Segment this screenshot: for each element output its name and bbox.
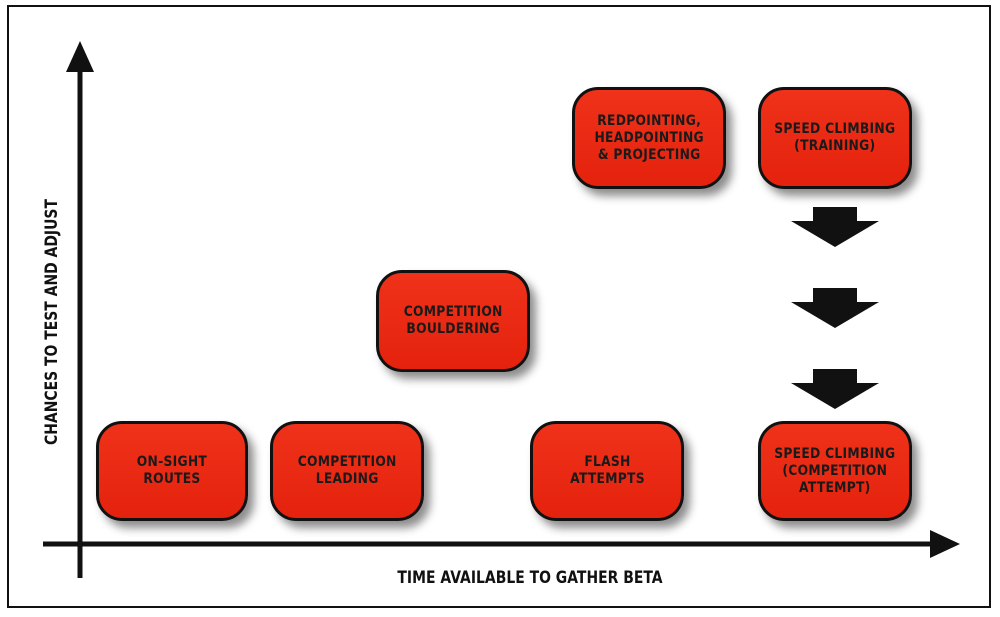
down-arrow-icon bbox=[791, 207, 879, 247]
y-axis-label: CHANCES TO TEST AND ADJUST bbox=[42, 199, 62, 445]
box-redpointing: REDPOINTING, HEADPOINTING & PROJECTING bbox=[572, 87, 726, 189]
box-competition-leading-label: COMPETITION LEADING bbox=[297, 454, 397, 487]
box-flash-attempts-label: FLASH ATTEMPTS bbox=[569, 454, 645, 487]
box-competition-bouldering-label: COMPETITION BOULDERING bbox=[403, 304, 503, 337]
box-flash-attempts: FLASH ATTEMPTS bbox=[530, 421, 684, 521]
box-speed-climbing-competition-label: SPEED CLIMBING (COMPETITION ATTEMPT) bbox=[774, 445, 896, 496]
diagram-frame bbox=[7, 5, 991, 608]
box-speed-climbing-training-label: SPEED CLIMBING (TRAINING) bbox=[774, 121, 896, 154]
x-axis-arrowhead bbox=[930, 530, 960, 558]
x-axis-label: TIME AVAILABLE TO GATHER BETA bbox=[397, 568, 663, 588]
down-arrows-group bbox=[791, 207, 879, 409]
box-redpointing-label: REDPOINTING, HEADPOINTING & PROJECTING bbox=[594, 112, 704, 163]
y-axis-arrowhead bbox=[66, 41, 94, 72]
box-on-sight-routes: ON-SIGHT ROUTES bbox=[96, 421, 248, 521]
box-speed-climbing-competition: SPEED CLIMBING (COMPETITION ATTEMPT) bbox=[758, 421, 912, 521]
box-competition-leading: COMPETITION LEADING bbox=[270, 421, 424, 521]
box-competition-bouldering: COMPETITION BOULDERING bbox=[376, 270, 530, 372]
box-speed-climbing-training: SPEED CLIMBING (TRAINING) bbox=[758, 87, 912, 189]
down-arrow-icon bbox=[791, 288, 879, 328]
box-on-sight-routes-label: ON-SIGHT ROUTES bbox=[136, 454, 208, 487]
down-arrow-icon bbox=[791, 369, 879, 409]
